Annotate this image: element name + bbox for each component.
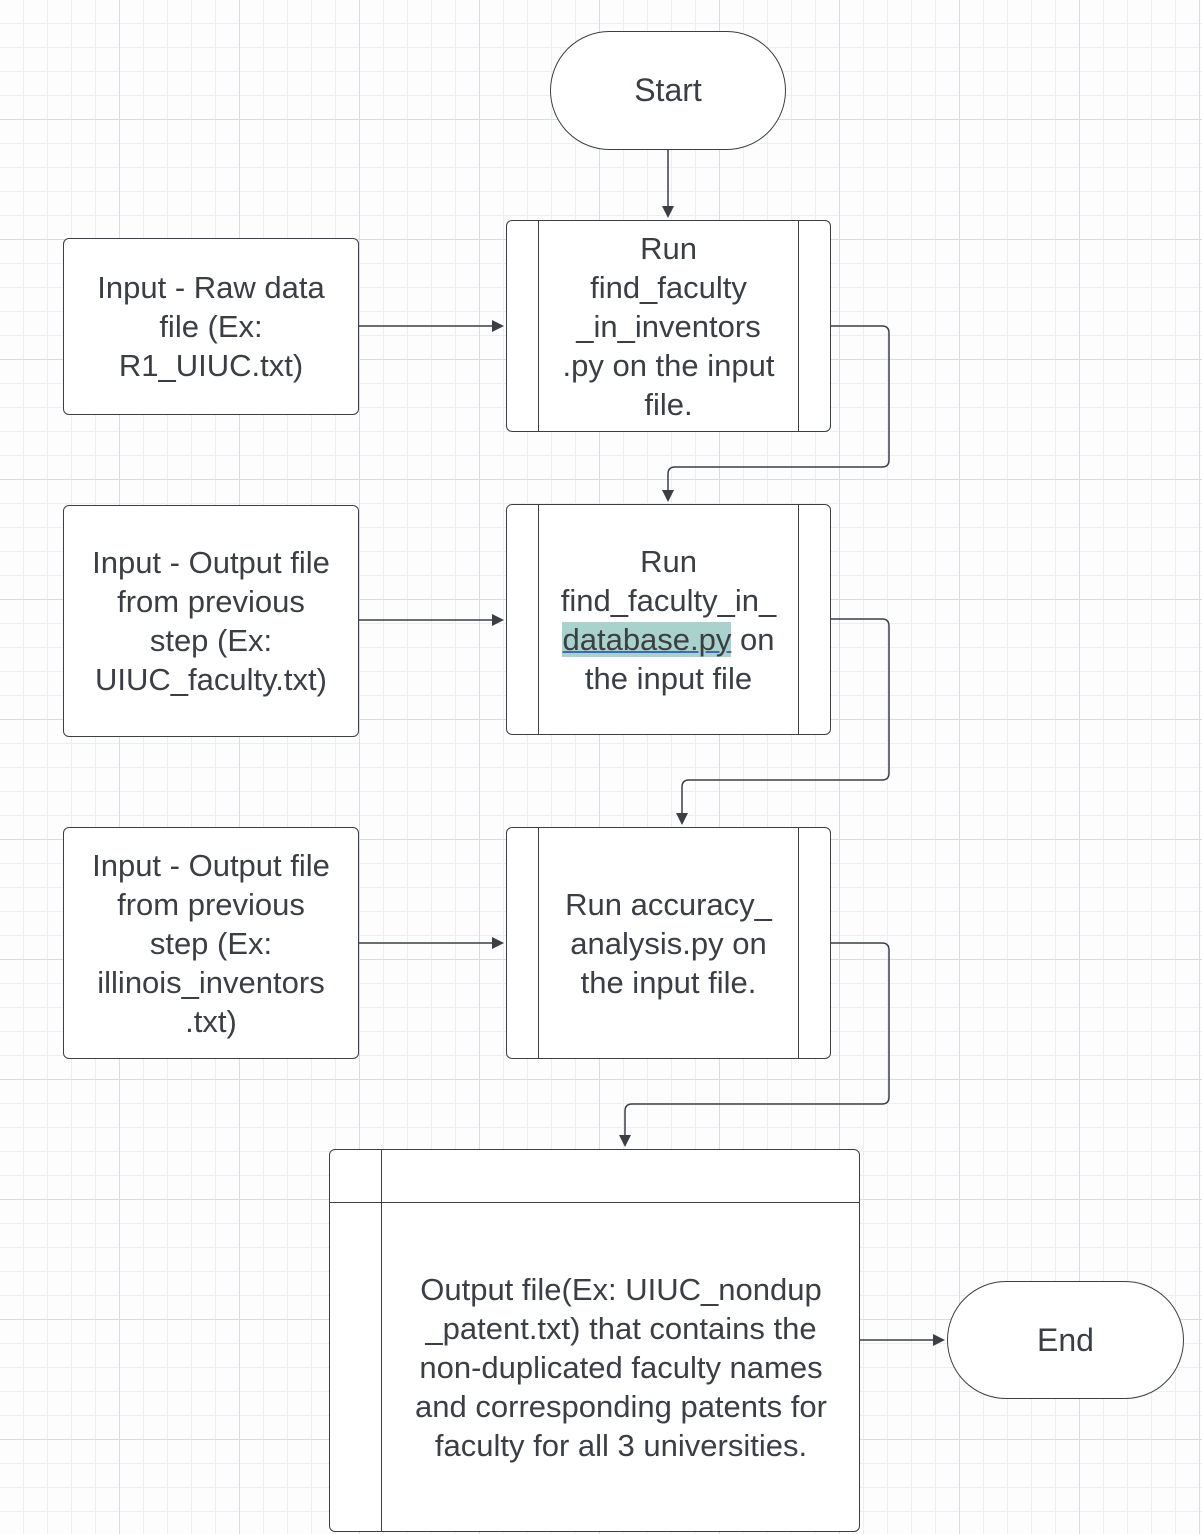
arrow-process-1-to-process-2 (662, 325, 890, 502)
start-node[interactable]: Start (550, 31, 786, 150)
input-illinois-inventors-node[interactable]: Input - Output file from previous step (… (63, 827, 359, 1059)
input-uiuc-faculty-node[interactable]: Input - Output file from previous step (… (63, 505, 359, 737)
process-bar-left (538, 505, 539, 734)
output-file-label: Output file(Ex: UIUC_nondup _patent.txt)… (415, 1272, 827, 1463)
input-raw-data-node[interactable]: Input - Raw data file (Ex: R1_UIUC.txt) (63, 238, 359, 415)
output-side-divider (381, 1150, 382, 1531)
end-node[interactable]: End (947, 1281, 1184, 1399)
arrow-process-2-to-process-3 (676, 618, 890, 825)
process-find-faculty-in-inventors-label: Run find_faculty _in_inventors .py on th… (562, 230, 775, 422)
process-accuracy-analysis-node[interactable]: Run accuracy_ analysis.py on the input f… (506, 827, 831, 1059)
input-uiuc-faculty-label: Input - Output file from previous step (… (92, 545, 330, 697)
process-bar-right (798, 505, 799, 734)
process-find-faculty-in-database-label: Run find_faculty_in_ database.py on the … (560, 543, 777, 696)
output-file-node[interactable]: Output file(Ex: UIUC_nondup _patent.txt)… (329, 1149, 860, 1532)
process-bar-right (798, 221, 799, 431)
process-find-faculty-in-database-node[interactable]: Run find_faculty_in_ database.py on the … (506, 504, 831, 735)
process-accuracy-analysis-label: Run accuracy_ analysis.py on the input f… (565, 886, 772, 1000)
process-bar-left (538, 221, 539, 431)
arrow-process-3-to-output (619, 942, 890, 1147)
process-bar-left (538, 828, 539, 1058)
process-bar-right (798, 828, 799, 1058)
highlighted-filename[interactable]: database.py (562, 621, 732, 657)
start-label: Start (634, 72, 702, 108)
input-raw-data-label: Input - Raw data file (Ex: R1_UIUC.txt) (97, 270, 325, 383)
output-header-divider (330, 1202, 859, 1203)
input-illinois-inventors-label: Input - Output file from previous step (… (92, 847, 330, 1039)
process-find-faculty-in-inventors-node[interactable]: Run find_faculty _in_inventors .py on th… (506, 220, 831, 432)
end-label: End (1037, 1321, 1094, 1358)
